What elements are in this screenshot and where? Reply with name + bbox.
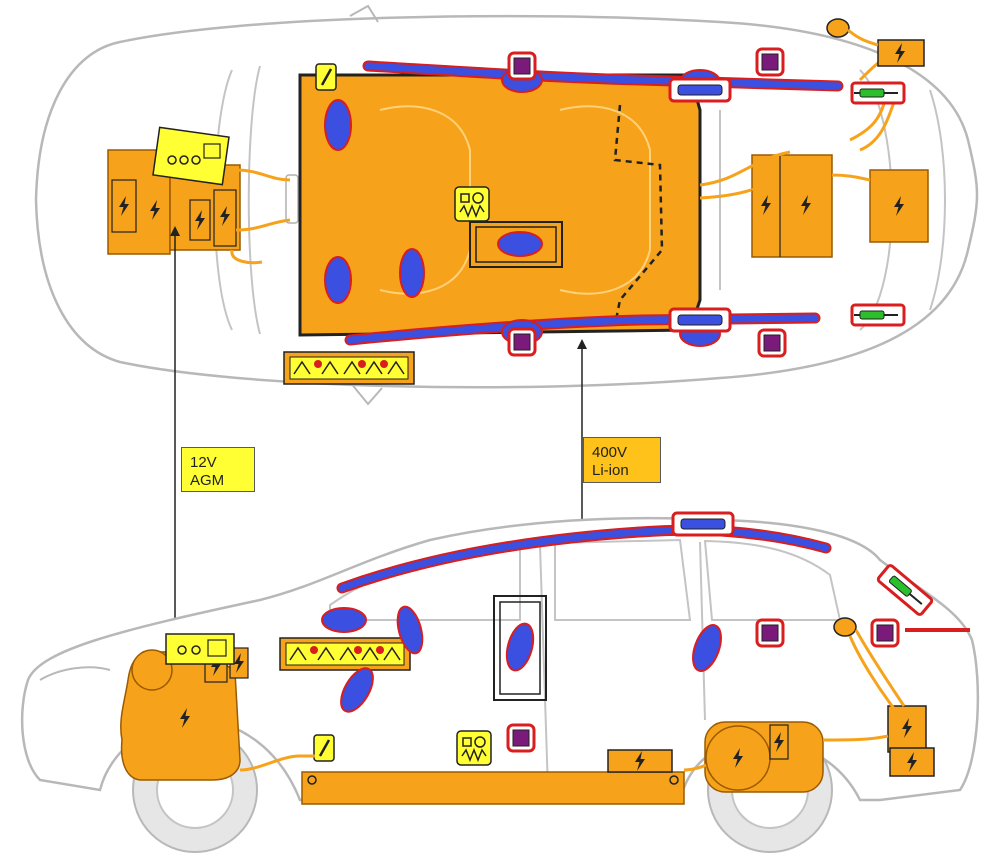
top-front-airbag-1 <box>324 99 352 151</box>
side-sensor-b-pillar <box>506 723 536 753</box>
side-airbag-seat-rear <box>692 624 722 672</box>
side-sensor-rear-2 <box>870 618 900 648</box>
side-hv-battery-pack <box>301 771 685 805</box>
label-400v-line1: 400V <box>592 444 628 461</box>
side-airbag-seat-front <box>505 622 535 672</box>
top-12v-battery-icon <box>152 126 230 186</box>
side-fuse-icon <box>312 733 336 763</box>
top-roof-tube-left <box>668 77 732 103</box>
side-gas-strut <box>876 564 934 616</box>
side-airbag-knee <box>396 605 424 655</box>
top-pretensioner-strip <box>283 351 415 385</box>
label-12v-battery: 12V AGM <box>181 447 255 492</box>
top-sensor-rear-right <box>757 328 787 358</box>
side-view <box>20 511 980 853</box>
top-front-airbag-3 <box>399 248 425 298</box>
side-12v-battery-icon <box>165 633 235 665</box>
side-sensor-rear-1 <box>755 618 785 648</box>
label-400v-line2: Li-ion <box>592 462 629 479</box>
top-sensor-rear-left <box>755 47 785 77</box>
side-airbag-control-unit-icon <box>456 730 492 766</box>
top-gas-strut-right <box>850 303 906 327</box>
top-sensor-front-right <box>507 327 537 357</box>
top-airbag-control-unit-icon <box>454 186 490 222</box>
top-fuse-icon <box>314 62 338 92</box>
top-sensor-front-left <box>507 51 537 81</box>
label-400v-battery: 400V Li-ion <box>583 437 661 483</box>
top-hv-floor <box>298 73 702 337</box>
side-roof-tube <box>671 511 735 537</box>
label-12v-line2: AGM <box>190 472 225 489</box>
side-pretensioner-strip <box>279 637 411 671</box>
top-roof-tube-right <box>668 307 732 333</box>
side-airbag-steering <box>321 607 367 633</box>
label-12v-line1: 12V <box>190 454 217 471</box>
side-airbag-lower <box>340 667 374 713</box>
top-center-airbag <box>497 231 543 257</box>
top-view <box>34 4 979 406</box>
top-front-airbag-2 <box>324 256 352 304</box>
top-gas-strut-left <box>850 81 906 105</box>
